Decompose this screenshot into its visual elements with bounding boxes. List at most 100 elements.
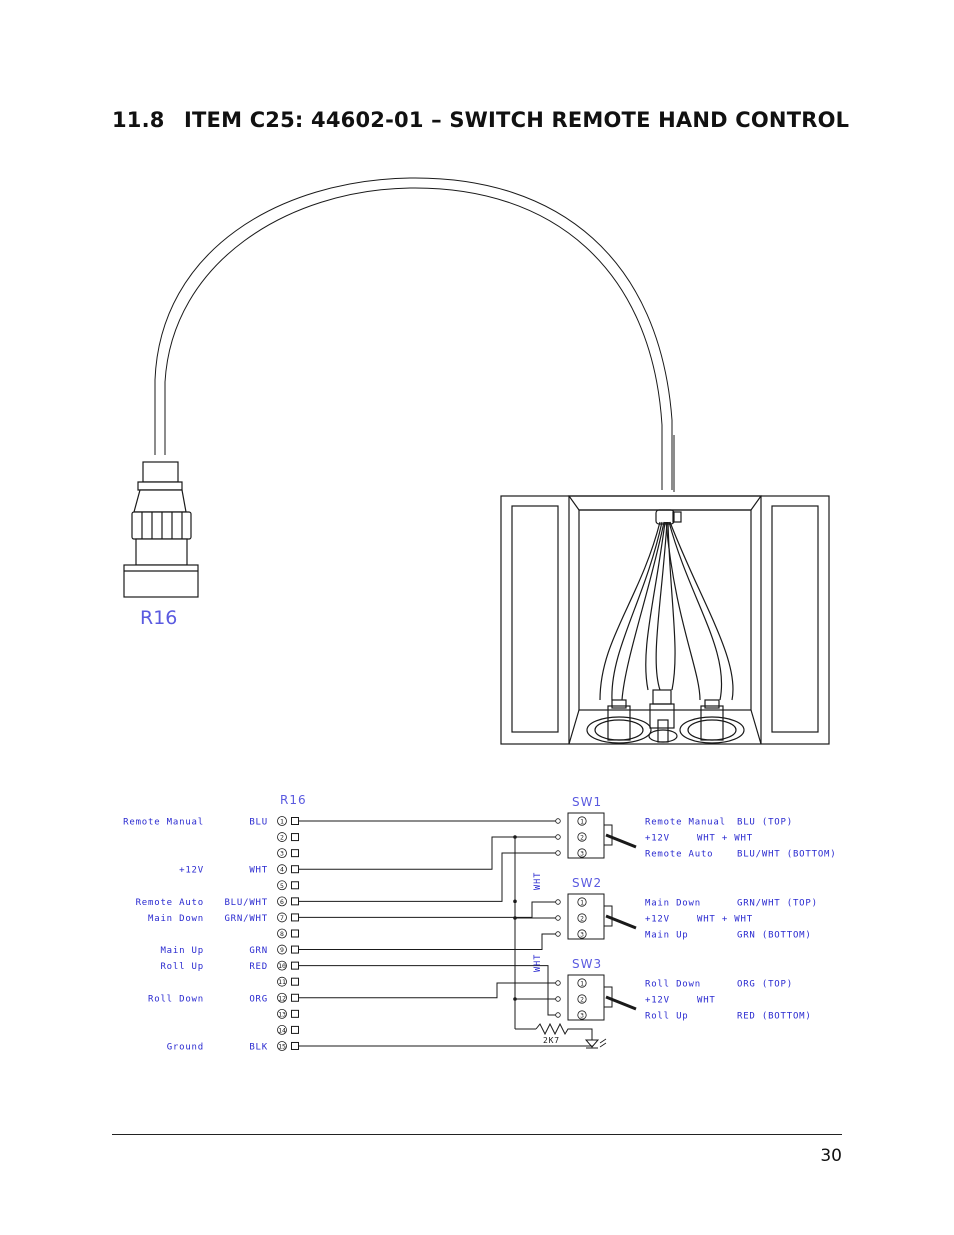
- bus-label: WHT: [533, 872, 543, 890]
- switch-terminal-number: 1: [580, 818, 584, 825]
- switch-function-label: Roll Down: [645, 980, 701, 990]
- pin-terminal: [291, 913, 299, 922]
- pin-terminal: [291, 993, 299, 1002]
- pin-function-label: Roll Down: [148, 994, 204, 1004]
- pin-number: 11: [278, 978, 286, 986]
- wire-ground: [299, 1045, 593, 1048]
- pin-number: 1: [280, 818, 284, 826]
- switch-title: SW3: [572, 957, 602, 971]
- pin-number: 5: [280, 882, 284, 890]
- pin-number-circle: [277, 944, 287, 955]
- switch-lever: [605, 995, 637, 1011]
- switch-terminal-number: 3: [580, 1012, 584, 1019]
- wire-roll-up: [299, 965, 556, 1016]
- pin-terminal: [291, 817, 299, 825]
- resistor-label: 2K7: [543, 1036, 560, 1045]
- switch-terminal-circle: [577, 897, 587, 907]
- connector-r16-drawing: [123, 461, 199, 598]
- pin-number-circle: [277, 864, 287, 875]
- switch-function-label: Main Down: [645, 899, 701, 909]
- pin-number-circle: [277, 832, 287, 842]
- pin-function-label: Main Down: [148, 914, 204, 924]
- switch-lead-dot: [555, 818, 561, 824]
- pin-function-label: Remote Manual: [123, 818, 204, 828]
- junction-dot: [513, 916, 517, 920]
- switch-lead-dot: [555, 915, 561, 921]
- switch-title: SW2: [572, 876, 602, 890]
- wire-roll-down: [299, 982, 556, 999]
- pin-number-circle: [277, 1025, 287, 1035]
- section-number: 11.8: [112, 108, 165, 132]
- pin-terminal: [291, 961, 299, 970]
- pin-function-label: Roll Up: [160, 962, 204, 972]
- pin-number-circle: [277, 848, 287, 859]
- pin-function-label: Main Up: [160, 946, 204, 956]
- switch-wire-color: BLU/WHT (BOTTOM): [737, 850, 837, 860]
- switch-terminal-number: 1: [580, 980, 584, 987]
- switch-wire-color: WHT: [697, 996, 716, 1006]
- switch-lead-dot: [555, 996, 561, 1002]
- switch-terminal-number: 2: [580, 996, 584, 1003]
- switch-terminal-number: 3: [580, 931, 584, 938]
- switch-wire-color: WHT + WHT: [697, 834, 753, 844]
- switch-function-label: +12V: [645, 915, 670, 925]
- pin-wire-color: ORG: [249, 994, 268, 1004]
- pin-terminal: [291, 881, 299, 890]
- pin-terminal: [291, 929, 299, 938]
- pin-wire-color: WHT: [249, 866, 268, 876]
- switch-function-label: +12V: [645, 834, 670, 844]
- switch-wire-color: ORG (TOP): [737, 980, 793, 990]
- switch-wire-color: BLU (TOP): [737, 818, 793, 828]
- pin-terminal: [291, 865, 299, 874]
- pin-number-circle: [277, 816, 287, 826]
- pin-number: 3: [280, 850, 284, 858]
- switch-wire-color: GRN (BOTTOM): [737, 931, 812, 941]
- switch-lead-dot: [555, 850, 561, 856]
- footer-rule: [112, 1134, 842, 1135]
- bus-label: WHT: [533, 954, 543, 972]
- switch-lead-dot: [555, 980, 561, 986]
- switch-function-label: Remote Auto: [645, 850, 713, 860]
- switch-terminal-circle: [577, 1010, 587, 1020]
- pin-number-circle: [277, 976, 287, 987]
- pin-wire-color: BLU: [249, 818, 268, 828]
- pin-wire-color: GRN: [249, 946, 268, 956]
- pin-wire-color: GRN/WHT: [224, 914, 268, 924]
- switch-wire-color: RED (BOTTOM): [737, 1012, 812, 1022]
- pin-number: 9: [280, 946, 284, 954]
- switch-function-label: Remote Manual: [645, 818, 726, 828]
- pin-number-circle: [277, 1041, 287, 1051]
- pin-number: 14: [278, 1026, 286, 1034]
- pin-number: 7: [280, 914, 284, 922]
- pin-number: 8: [280, 930, 284, 938]
- pin-number-circle: [277, 928, 287, 939]
- switch-function-label: Roll Up: [645, 1012, 689, 1022]
- schematic-connector-title: R16: [280, 793, 307, 807]
- switch-terminal-circle: [577, 913, 587, 923]
- wire-main-down: [299, 901, 556, 918]
- pin-terminal: [291, 849, 299, 858]
- pin-wire-color: BLU/WHT: [224, 898, 268, 908]
- switch-terminal-number: 3: [580, 850, 584, 857]
- pin-terminal: [291, 1009, 299, 1018]
- pin-number: 4: [280, 866, 284, 874]
- junction-dot: [513, 835, 517, 839]
- junction-dot: [513, 997, 517, 1001]
- switch-lead-dot: [555, 1012, 561, 1018]
- switch-lead-dot: [555, 834, 561, 840]
- switch-lever: [605, 914, 637, 930]
- pin-terminal: [291, 1025, 299, 1034]
- pin-terminal: [291, 977, 299, 986]
- pin-number-circle: [277, 896, 287, 907]
- led-ray: [599, 1038, 607, 1044]
- switch-terminal-number: 2: [580, 834, 584, 841]
- pin-number-circle: [277, 880, 287, 891]
- cable-drawing: [154, 177, 675, 492]
- page-number: 30: [820, 1146, 842, 1166]
- pin-terminal: [291, 945, 299, 954]
- pin-number: 12: [278, 994, 286, 1002]
- pin-number-circle: [277, 912, 287, 923]
- pin-number-circle: [277, 1008, 287, 1019]
